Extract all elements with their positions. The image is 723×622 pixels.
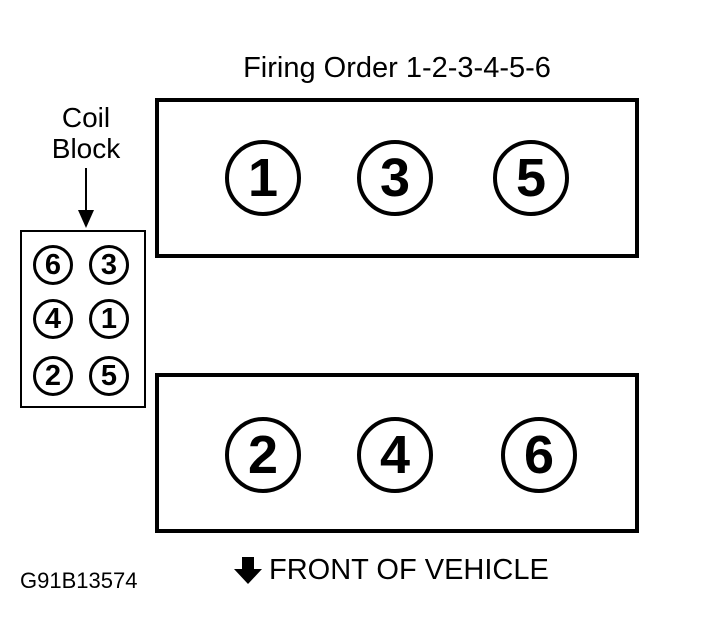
coil-terminal: 5 — [89, 356, 129, 396]
cylinder: 1 — [225, 140, 301, 216]
pointer-arrow-icon — [78, 168, 94, 228]
coil-block-label-line1: Coil — [61, 102, 111, 133]
coil-terminal: 4 — [33, 299, 73, 339]
coil-block: 6 3 4 1 2 5 — [20, 230, 146, 408]
front-of-vehicle-indicator: FRONT OF VEHICLE — [233, 552, 549, 588]
cylinder: 6 — [501, 417, 577, 493]
coil-terminal: 2 — [33, 356, 73, 396]
coil-terminal: 3 — [89, 245, 129, 285]
cylinder: 4 — [357, 417, 433, 493]
coil-block-label: Coil Block — [34, 102, 138, 164]
coil-terminal: 1 — [89, 299, 129, 339]
diagram-title: Firing Order 1-2-3-4-5-6 — [243, 52, 551, 84]
coil-block-label-line2: Block — [51, 133, 121, 164]
cylinder-bank-top: 1 3 5 — [155, 98, 639, 258]
figure-id: G91B13574 — [20, 568, 138, 593]
coil-terminal: 6 — [33, 245, 73, 285]
cylinder: 2 — [225, 417, 301, 493]
cylinder-bank-bottom: 2 4 6 — [155, 373, 639, 533]
cylinder: 5 — [493, 140, 569, 216]
arrow-down-icon — [234, 557, 262, 584]
cylinder: 3 — [357, 140, 433, 216]
front-of-vehicle-label: FRONT OF VEHICLE — [269, 554, 549, 586]
